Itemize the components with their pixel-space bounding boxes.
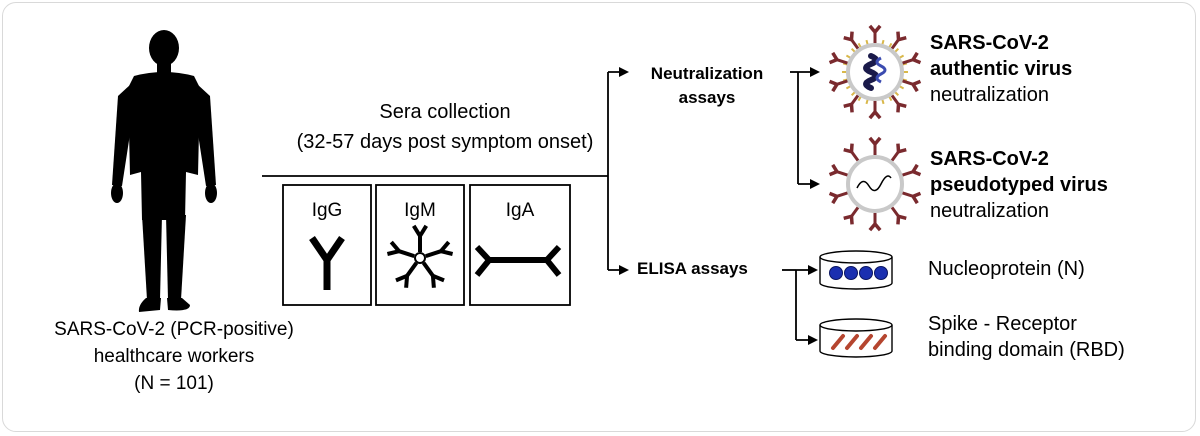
rbd-label: Spike - Receptor binding domain (RBD) (928, 311, 1125, 363)
igg-label: IgG (311, 200, 343, 221)
elisa-assays-label: ELISA assays (637, 259, 748, 278)
neutralization-line2: assays (678, 88, 736, 107)
authentic-line2: authentic virus (930, 58, 1073, 80)
igm-antibody-icon (386, 224, 454, 288)
population-line1: SARS-CoV-2 (PCR-positive) (54, 319, 294, 340)
pseudotyped-line3: neutralization (930, 200, 1049, 222)
human-silhouette-icon (111, 30, 217, 312)
neutralization-assays-label: Neutralization assays (632, 62, 782, 110)
authentic-line3: neutralization (930, 84, 1049, 106)
rbd-well-icon (819, 318, 893, 358)
authentic-line1: SARS-CoV-2 (930, 32, 1049, 54)
pseudotyped-virus-label: SARS-CoV-2 pseudotyped virus neutralizat… (930, 146, 1108, 224)
pseudotyped-virus-icon (828, 136, 922, 232)
rbd-line2: binding domain (RBD) (928, 339, 1125, 361)
population-line3: (N = 101) (134, 373, 214, 394)
authentic-virus-label: SARS-CoV-2 authentic virus neutralizatio… (930, 30, 1072, 108)
population-line2: healthcare workers (93, 346, 255, 367)
sera-line1: Sera collection (379, 101, 511, 123)
rbd-line1: Spike - Receptor (928, 313, 1077, 335)
neutralization-line1: Neutralization (650, 64, 764, 83)
sera-label: Sera collection (32-57 days post symptom… (285, 99, 605, 155)
sera-line2: (32-57 days post symptom onset) (296, 131, 594, 153)
pseudotyped-line1: SARS-CoV-2 (930, 148, 1049, 170)
population-label: SARS-CoV-2 (PCR-positive) healthcare wor… (14, 318, 334, 395)
igm-label: IgM (404, 200, 436, 221)
iga-antibody-icon (474, 244, 562, 277)
nucleoprotein-well-icon (819, 250, 893, 290)
igg-antibody-icon (309, 236, 345, 290)
nucleoprotein-label: Nucleoprotein (N) (928, 258, 1085, 280)
pseudotyped-line2: pseudotyped virus (930, 174, 1108, 196)
authentic-virus-icon (828, 24, 922, 120)
iga-box (469, 184, 571, 306)
iga-label: IgA (505, 200, 535, 221)
